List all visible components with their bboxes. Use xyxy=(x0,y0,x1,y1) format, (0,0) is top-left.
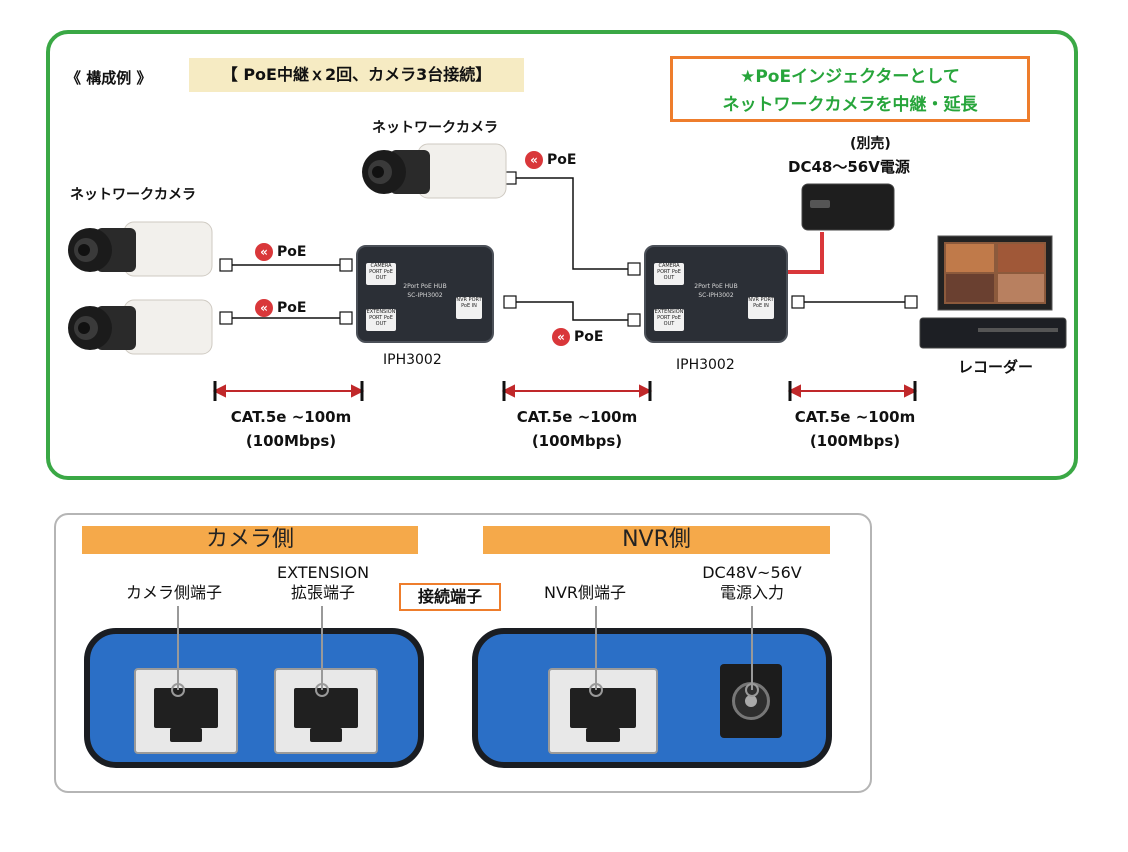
poe-text: PoE xyxy=(547,152,577,168)
hub-camera-port: CAMERA PORT PoE OUT xyxy=(654,263,684,285)
hub-camera-port: CAMERA PORT PoE OUT xyxy=(366,263,396,285)
network-camera-1-icon xyxy=(68,221,213,277)
cable-camera3-hub2 xyxy=(516,177,628,270)
power-adapter-icon xyxy=(801,183,895,231)
poe-hub-2: CAMERA PORT PoE OUT EXTENSION PORT PoE O… xyxy=(644,245,788,343)
hub-name-line-2: SC-IPH3002 xyxy=(698,292,734,299)
network-camera-3-icon xyxy=(362,143,507,199)
power-input-label: DC48V~56V 電源入力 xyxy=(690,563,814,603)
extension-line-1: EXTENSION xyxy=(276,563,370,582)
cable-length: CAT.5e ~100m xyxy=(794,408,916,426)
hub-extension-port: EXTENSION PORT PoE OUT xyxy=(654,309,684,331)
example-label: 《 構成例 》 xyxy=(66,69,152,87)
extension-line-2: 拡張端子 xyxy=(290,583,355,602)
cable-spec-2: CAT.5e ~100m (100Mbps) xyxy=(492,405,662,453)
plug xyxy=(627,262,641,276)
cable-speed: (100Mbps) xyxy=(531,432,623,450)
cable-hub1-hub2 xyxy=(516,301,628,321)
power-input-line-1: DC48V~56V xyxy=(702,563,802,582)
poe-text: PoE xyxy=(574,329,604,345)
camera-side-device xyxy=(84,628,424,768)
hub-name-line-1: 2Port PoE HUB xyxy=(694,283,738,290)
poe-label-2: « PoE xyxy=(255,299,306,317)
plug xyxy=(627,313,641,327)
connector-panel-frame xyxy=(54,513,872,793)
hub-nvr-port: NVR PORT PoE IN xyxy=(748,297,774,319)
plug xyxy=(219,311,233,325)
hub-name-line-1: 2Port PoE HUB xyxy=(403,283,447,290)
plug xyxy=(904,295,918,309)
network-camera-2-icon xyxy=(68,299,213,355)
plug xyxy=(503,295,517,309)
extension-rj45-jack xyxy=(274,668,378,754)
plug xyxy=(339,258,353,272)
plug xyxy=(791,295,805,309)
poe-text: PoE xyxy=(277,244,307,260)
note-line-2: ネットワークカメラを中継・延長 xyxy=(722,95,978,115)
hub-2-model: IPH3002 xyxy=(676,357,735,373)
cable-speed: (100Mbps) xyxy=(245,432,337,450)
cable-spec-3: CAT.5e ~100m (100Mbps) xyxy=(770,405,940,453)
poe-hub-1: CAMERA PORT PoE OUT EXTENSION PORT PoE O… xyxy=(356,245,494,343)
poe-label-1: « PoE xyxy=(255,243,306,261)
hub-name-line-2: SC-IPH3002 xyxy=(407,292,443,299)
poe-icon: « xyxy=(525,151,543,169)
poe-label-4: « PoE xyxy=(552,328,603,346)
hub-nvr-port: NVR PORT PoE IN xyxy=(456,297,482,319)
configuration-example-frame xyxy=(46,30,1078,480)
hub-1-model: IPH3002 xyxy=(383,352,442,368)
nvr-port-label: NVR側端子 xyxy=(544,583,627,602)
cable-speed: (100Mbps) xyxy=(809,432,901,450)
power-sold-separately: (別売) xyxy=(850,136,891,152)
connection-terminal-label: 接続端子 xyxy=(399,583,501,611)
nvr-rj45-jack xyxy=(548,668,658,754)
example-title: 【 PoE中継ｘ2回、カメラ3台接続】 xyxy=(189,58,524,92)
poe-label-3: « PoE xyxy=(525,151,576,169)
poe-text: PoE xyxy=(277,300,307,316)
plug xyxy=(219,258,233,272)
cable-diagram xyxy=(212,171,918,401)
note-line-1: ★PoEインジェクターとして xyxy=(740,67,960,87)
power-supply-label: DC48～56V電源 xyxy=(788,158,910,176)
power-cable xyxy=(787,232,824,274)
hub-extension-port: EXTENSION PORT PoE OUT xyxy=(366,309,396,331)
camera-rj45-jack xyxy=(134,668,238,754)
cable-spec-1: CAT.5e ~100m (100Mbps) xyxy=(206,405,376,453)
nvr-side-heading: NVR側 xyxy=(483,526,830,554)
camera-port-label: カメラ側端子 xyxy=(126,583,223,602)
plug xyxy=(339,311,353,325)
note-box: ★PoEインジェクターとして ネットワークカメラを中継・延長 xyxy=(670,56,1030,122)
cable-length: CAT.5e ~100m xyxy=(516,408,638,426)
poe-icon: « xyxy=(255,243,273,261)
nvr-side-device xyxy=(472,628,832,768)
power-input-line-2: 電源入力 xyxy=(719,583,784,602)
camera-label-top: ネットワークカメラ xyxy=(372,120,498,136)
poe-icon: « xyxy=(552,328,570,346)
cable-length: CAT.5e ~100m xyxy=(230,408,352,426)
recorder-icon xyxy=(919,235,1067,349)
camera-label-left: ネットワークカメラ xyxy=(70,187,196,203)
extension-port-label: EXTENSION 拡張端子 xyxy=(262,563,384,603)
poe-icon: « xyxy=(255,299,273,317)
camera-side-heading: カメラ側 xyxy=(82,526,418,554)
recorder-label: レコーダー xyxy=(958,358,1034,376)
